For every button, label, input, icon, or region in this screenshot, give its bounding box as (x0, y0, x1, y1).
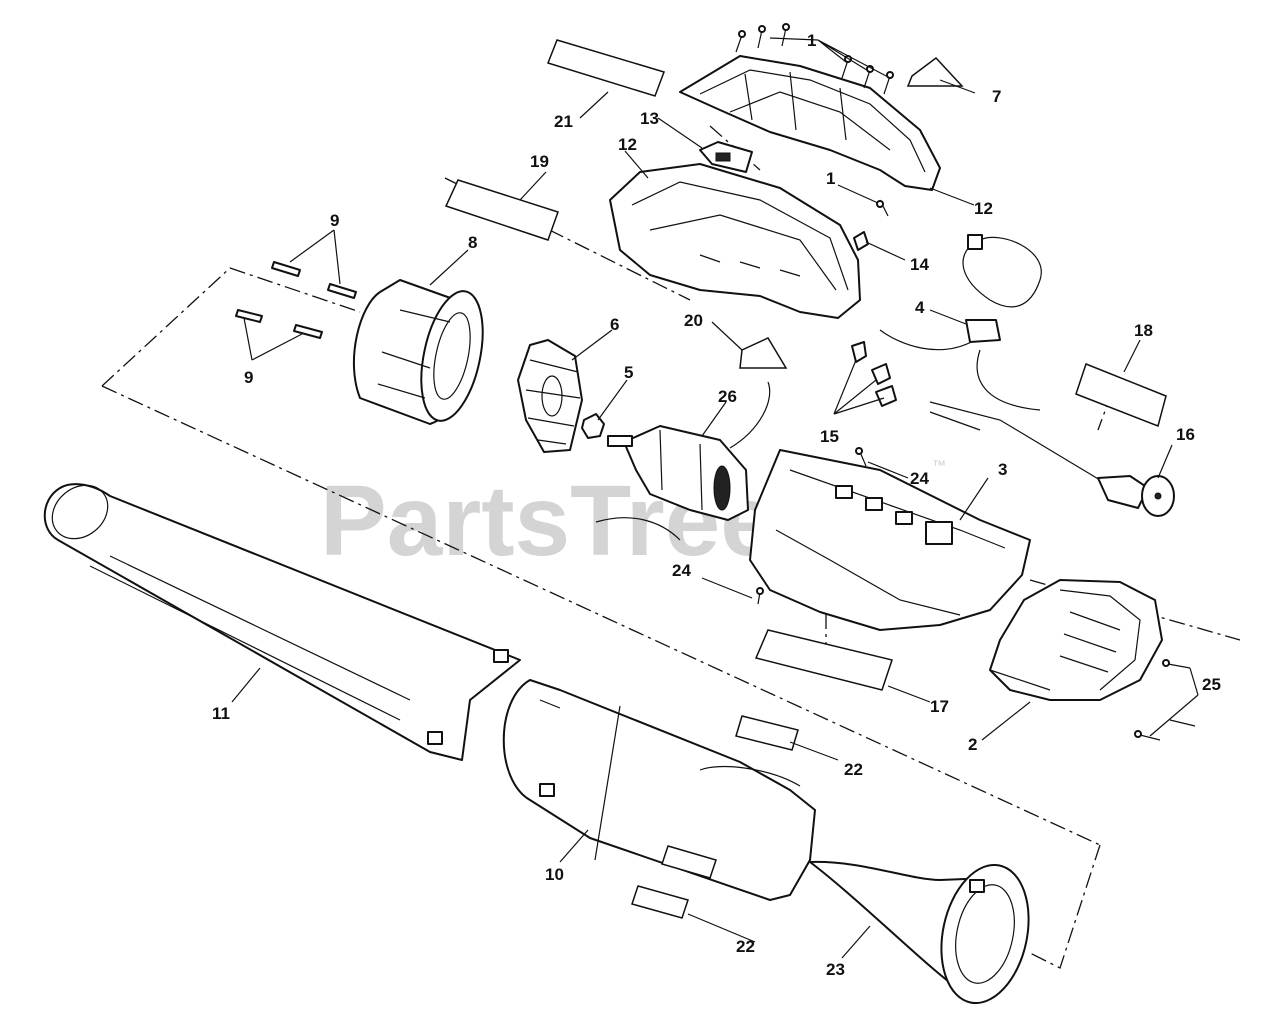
callout-2: 2 (968, 735, 977, 754)
callout-13: 13 (640, 109, 659, 128)
part-20-label (739, 337, 788, 369)
part-22-label-a (735, 715, 799, 751)
part-2-end-cap (989, 579, 1163, 701)
callout-7: 7 (992, 87, 1001, 106)
callout-12: 12 (974, 199, 993, 218)
callout-18: 18 (1134, 321, 1153, 340)
part-5-nut (581, 413, 605, 439)
part-1-screws (735, 23, 894, 217)
callout-8: 8 (468, 233, 477, 252)
part-12-upper-handle (679, 55, 941, 191)
part-10-nozzle-tube (502, 679, 816, 901)
part-22-label-c (631, 885, 689, 919)
leader-lines (231, 37, 1199, 959)
callout-22: 22 (844, 760, 863, 779)
callout-4: 4 (915, 298, 925, 317)
callout-16: 16 (1176, 425, 1195, 444)
callout-15: 15 (820, 427, 839, 446)
callout-26: 26 (718, 387, 737, 406)
part-6-fan-impeller (517, 339, 583, 453)
callout-10: 10 (545, 865, 564, 884)
callout-14: 14 (910, 255, 929, 274)
callout-1: 1 (807, 31, 816, 50)
part-24-screws (756, 447, 867, 605)
callout-22: 22 (736, 937, 755, 956)
part-26-motor (595, 381, 771, 541)
part-7-label (906, 56, 964, 87)
callout-6: 6 (610, 315, 619, 334)
part-8-fan-housing (352, 279, 484, 425)
callout-1: 1 (826, 169, 835, 188)
part-14-clip (853, 231, 869, 251)
part-16-cord-plug (929, 401, 1175, 517)
part-12-lower-handle (609, 163, 861, 319)
callout-25: 25 (1202, 675, 1221, 694)
part-18-label (1075, 363, 1167, 428)
callout-24: 24 (672, 561, 691, 580)
callout-17: 17 (930, 697, 949, 716)
callout-9: 9 (244, 368, 253, 387)
callout-24: 24 (910, 469, 929, 488)
callout-numbers: 1 1 2 3 4 5 6 7 8 9 9 10 11 12 12 13 14 … (212, 31, 1221, 979)
part-19-label (444, 179, 559, 241)
part-11-blower-tube (43, 483, 521, 761)
part-15-terminals (851, 341, 897, 407)
part-9-screws (235, 261, 357, 339)
part-22-label-b (661, 845, 717, 879)
callout-11: 11 (212, 704, 230, 723)
callout-20: 20 (684, 311, 703, 330)
part-25-screws (1134, 659, 1196, 741)
callout-19: 19 (530, 152, 549, 171)
callout-9: 9 (330, 211, 339, 230)
callout-5: 5 (624, 363, 633, 382)
callout-21: 21 (554, 112, 573, 131)
part-3-housing (749, 449, 1031, 631)
part-4-wire-connector (879, 234, 1042, 411)
part-13-switch (699, 141, 753, 173)
part-17-label (754, 629, 893, 691)
callout-3: 3 (998, 460, 1007, 479)
callout-23: 23 (826, 960, 845, 979)
part-23-nozzle-tip (809, 860, 1030, 1005)
part-21-label (547, 39, 665, 97)
watermark-trademark: ™ (932, 457, 946, 473)
callout-12: 12 (618, 135, 637, 154)
